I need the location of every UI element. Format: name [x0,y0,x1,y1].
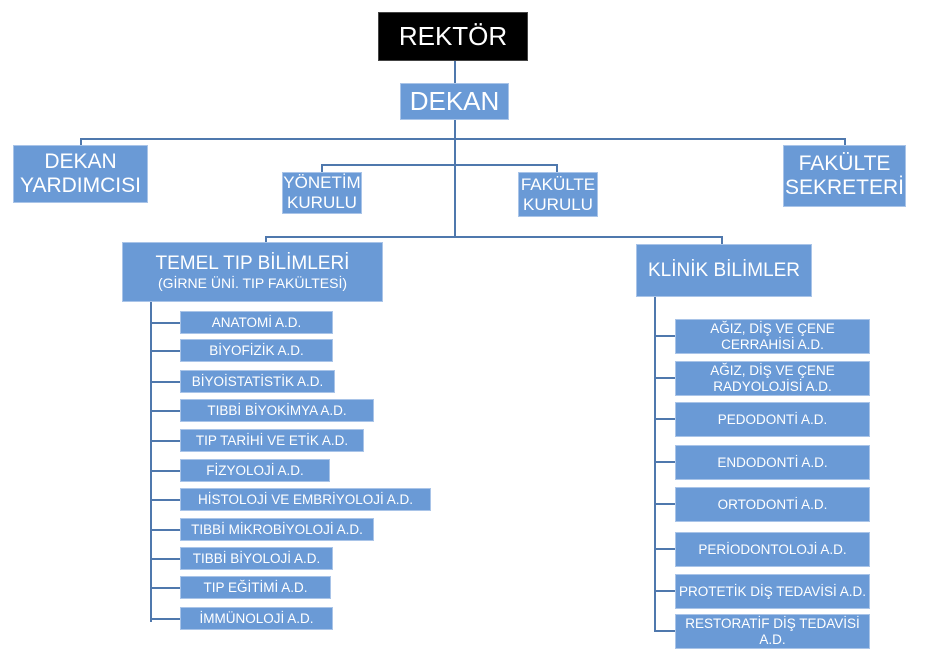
temel-tip-bilimleri-box: TEMEL TIP BİLİMLERİ (GİRNE ÜNİ. TIP FAKÜ… [122,242,383,302]
department-label: TIP TARİHİ VE ETİK A.D. [195,432,349,448]
klinik-department-box: PROTETİK DİŞ TEDAVİSİ A.D. [675,574,870,609]
connector-line [150,440,180,442]
connector-line [721,236,723,244]
department-label: PROTETİK DİŞ TEDAVİSİ A.D. [678,583,867,599]
connector-line [654,377,675,379]
department-label: ORTODONTİ A.D. [717,496,828,512]
temel-department-box: TIBBİ MİKROBİYOLOJİ A.D. [180,518,374,541]
connector-line [556,164,558,172]
temel-department-box: İMMÜNOLOJİ A.D. [180,607,333,630]
klinik-bilimler-box: KLİNİK BİLİMLER [636,244,812,297]
dekan-yardimcisi-box: DEKAN YARDIMCISI [13,145,148,203]
temel-department-box: TIP TARİHİ VE ETİK A.D. [180,429,364,452]
department-label: PERİODONTOLOJİ A.D. [698,541,847,557]
rektor-box: REKTÖR [378,12,528,61]
connector-line [150,302,152,622]
yonetim-kurulu-label: YÖNETİM KURULU [283,173,361,212]
department-label: AĞIZ, DİŞ VE ÇENE RADYOLOJİSİ A.D. [710,362,835,394]
connector-line [80,138,82,146]
connector-line [454,61,456,83]
connector-line [844,138,846,146]
department-label: BİYOİSTATİSTİK A.D. [191,373,324,389]
klinik-title: KLİNİK BİLİMLER [647,259,801,281]
connector-line [150,350,180,352]
connector-line [654,335,675,337]
temel-department-box: TIBBİ BİYOKİMYA A.D. [180,399,374,422]
klinik-department-box: AĞIZ, DİŞ VE ÇENE RADYOLOJİSİ A.D. [675,361,870,396]
department-label: HİSTOLOJİ VE EMBRİYOLOJİ A.D. [197,491,414,507]
department-label: ANATOMİ A.D. [211,314,302,330]
dekan-label: DEKAN [409,85,500,116]
department-label: PEDODONTİ A.D. [717,411,828,427]
connector-line [265,236,723,238]
connector-line [150,381,180,383]
department-label: BİYOFİZİK A.D. [209,342,304,358]
temel-department-box: BİYOFİZİK A.D. [180,339,333,362]
connector-line [654,503,675,505]
dekan-yardimcisi-label: DEKAN YARDIMCISI [20,149,141,197]
connector-line [654,461,675,463]
fakulte-kurulu-box: FAKÜLTE KURULU [518,172,598,217]
connector-line [150,529,180,531]
department-label: TIBBİ BİYOKİMYA A.D. [207,402,347,418]
connector-line [150,587,180,589]
temel-department-box: BİYOİSTATİSTİK A.D. [180,370,335,393]
fakulte-sekreteri-label: FAKÜLTE SEKRETERİ [784,151,905,199]
connector-line [80,138,846,140]
connector-line [321,164,557,166]
connector-line [654,548,675,550]
department-label: FİZYOLOJİ A.D. [206,462,304,478]
temel-title: TEMEL TIP BİLİMLERİ [155,253,350,275]
department-label: TIBBİ BİYOLOJİ A.D. [192,550,321,566]
department-label: İMMÜNOLOJİ A.D. [199,610,314,626]
connector-line [454,120,456,238]
klinik-department-box: RESTORATİF DİŞ TEDAVİSİ A.D. [675,614,870,649]
klinik-department-box: ENDODONTİ A.D. [675,445,870,480]
temel-department-box: TIBBİ BİYOLOJİ A.D. [180,547,333,570]
department-label: RESTORATİF DİŞ TEDAVİSİ A.D. [685,615,860,647]
klinik-department-box: PEDODONTİ A.D. [675,402,870,437]
department-label: ENDODONTİ A.D. [717,454,828,470]
connector-line [150,322,180,324]
yonetim-kurulu-box: YÖNETİM KURULU [282,172,362,214]
connector-line [150,410,180,412]
department-label: TIBBİ MİKROBİYOLOJİ A.D. [191,521,363,537]
connector-line [654,590,675,592]
klinik-department-box: ORTODONTİ A.D. [675,487,870,522]
department-label: AĞIZ, DİŞ VE ÇENE CERRAHİSİ A.D. [710,320,835,352]
connector-line [321,164,323,172]
connector-line [150,558,180,560]
connector-line [265,236,267,243]
klinik-department-box: AĞIZ, DİŞ VE ÇENE CERRAHİSİ A.D. [675,319,870,354]
connector-line [150,499,180,501]
temel-department-box: ANATOMİ A.D. [180,311,333,334]
temel-department-box: HİSTOLOJİ VE EMBRİYOLOJİ A.D. [180,488,431,511]
connector-line [654,297,656,632]
connector-line [654,630,675,632]
connector-line [654,418,675,420]
dekan-box: DEKAN [400,83,509,120]
connector-line [150,618,180,620]
department-label: TIP EĞİTİMİ A.D. [203,579,308,595]
klinik-department-box: PERİODONTOLOJİ A.D. [675,532,870,567]
fakulte-kurulu-label: FAKÜLTE KURULU [520,174,596,214]
temel-department-box: FİZYOLOJİ A.D. [180,459,330,482]
temel-department-box: TIP EĞİTİMİ A.D. [180,576,331,599]
rektor-label: REKTÖR [398,20,508,51]
fakulte-sekreteri-box: FAKÜLTE SEKRETERİ [783,145,906,207]
connector-line [150,470,180,472]
temel-subtitle: (GİRNE ÜNİ. TIP FAKÜLTESİ) [157,274,348,291]
